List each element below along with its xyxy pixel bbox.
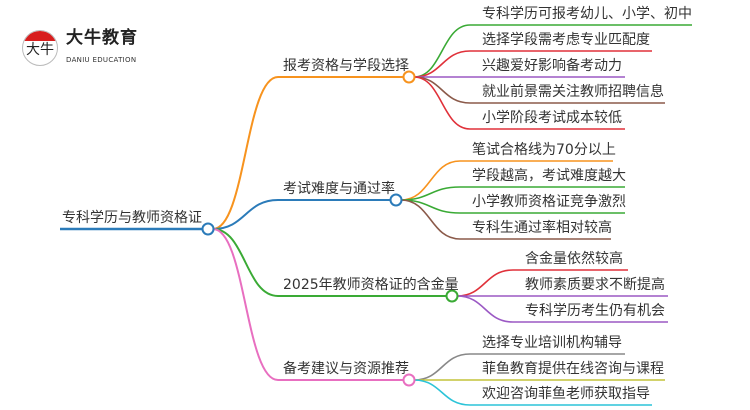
leaf-node[interactable]: 菲鱼教育提供在线咨询与课程 bbox=[482, 361, 664, 377]
leaf-connector bbox=[413, 24, 692, 78]
leaf-connector bbox=[400, 199, 611, 240]
leaf-connector bbox=[413, 353, 625, 381]
logo-name: 大牛教育 bbox=[66, 28, 138, 48]
leaf-connector bbox=[400, 186, 625, 201]
root-collapse-toggle[interactable] bbox=[201, 222, 215, 236]
leaf-node[interactable]: 专科生通过率相对较高 bbox=[472, 220, 612, 236]
branch-node[interactable]: 报考资格与学段选择 bbox=[283, 58, 409, 74]
leaf-node[interactable]: 专科学历考生仍有机会 bbox=[525, 303, 665, 319]
leaf-connector bbox=[400, 160, 613, 201]
leaf-node[interactable]: 小学教师资格证竞争激烈 bbox=[472, 194, 626, 210]
branch-connector bbox=[212, 76, 403, 230]
leaf-node[interactable]: 小学阶段考试成本较低 bbox=[482, 110, 622, 126]
branch-collapse-toggle[interactable] bbox=[445, 289, 459, 303]
leaf-node[interactable]: 兴趣爱好影响备考动力 bbox=[482, 58, 622, 74]
leaf-node[interactable]: 专科学历可报考幼儿、小学、初中 bbox=[482, 6, 692, 22]
leaf-connector bbox=[413, 379, 652, 406]
leaf-node[interactable]: 选择学段需考虑专业匹配度 bbox=[482, 32, 650, 48]
logo-mark-icon: 大牛 bbox=[22, 30, 58, 66]
leaf-node[interactable]: 笔试合格线为70分以上 bbox=[472, 142, 616, 158]
logo-cap bbox=[23, 31, 57, 41]
brand-logo: 大牛 大牛教育 DANIU EDUCATION bbox=[22, 26, 152, 74]
branch-collapse-toggle[interactable] bbox=[402, 373, 416, 387]
leaf-node[interactable]: 就业前景需关注教师招聘信息 bbox=[482, 84, 664, 100]
leaf-node[interactable]: 学段越高，考试难度越大 bbox=[472, 168, 626, 184]
branch-connector bbox=[212, 228, 403, 381]
leaf-connector bbox=[413, 76, 625, 130]
logo-mark-text: 大牛 bbox=[26, 42, 54, 58]
branch-collapse-toggle[interactable] bbox=[402, 70, 416, 84]
logo-subtitle: DANIU EDUCATION bbox=[66, 56, 137, 64]
branch-connector bbox=[212, 228, 446, 297]
branch-collapse-toggle[interactable] bbox=[389, 193, 403, 207]
branch-node[interactable]: 2025年教师资格证的含金量 bbox=[283, 277, 459, 293]
branch-node[interactable]: 考试难度与通过率 bbox=[283, 181, 395, 197]
branch-node[interactable]: 备考建议与资源推荐 bbox=[283, 361, 409, 377]
leaf-node[interactable]: 选择专业培训机构辅导 bbox=[482, 335, 622, 351]
leaf-node[interactable]: 欢迎咨询菲鱼老师获取指导 bbox=[482, 386, 650, 402]
branch-connector bbox=[212, 199, 390, 230]
root-node[interactable]: 专科学历与教师资格证 bbox=[62, 210, 202, 226]
leaf-connector bbox=[456, 269, 628, 297]
leaf-node[interactable]: 含金量依然较高 bbox=[525, 251, 623, 267]
leaf-node[interactable]: 教师素质要求不断提高 bbox=[525, 277, 665, 293]
leaf-connector bbox=[456, 295, 668, 323]
leaf-connector bbox=[400, 199, 625, 214]
leaf-connector bbox=[413, 76, 665, 104]
leaf-connector bbox=[413, 50, 652, 78]
